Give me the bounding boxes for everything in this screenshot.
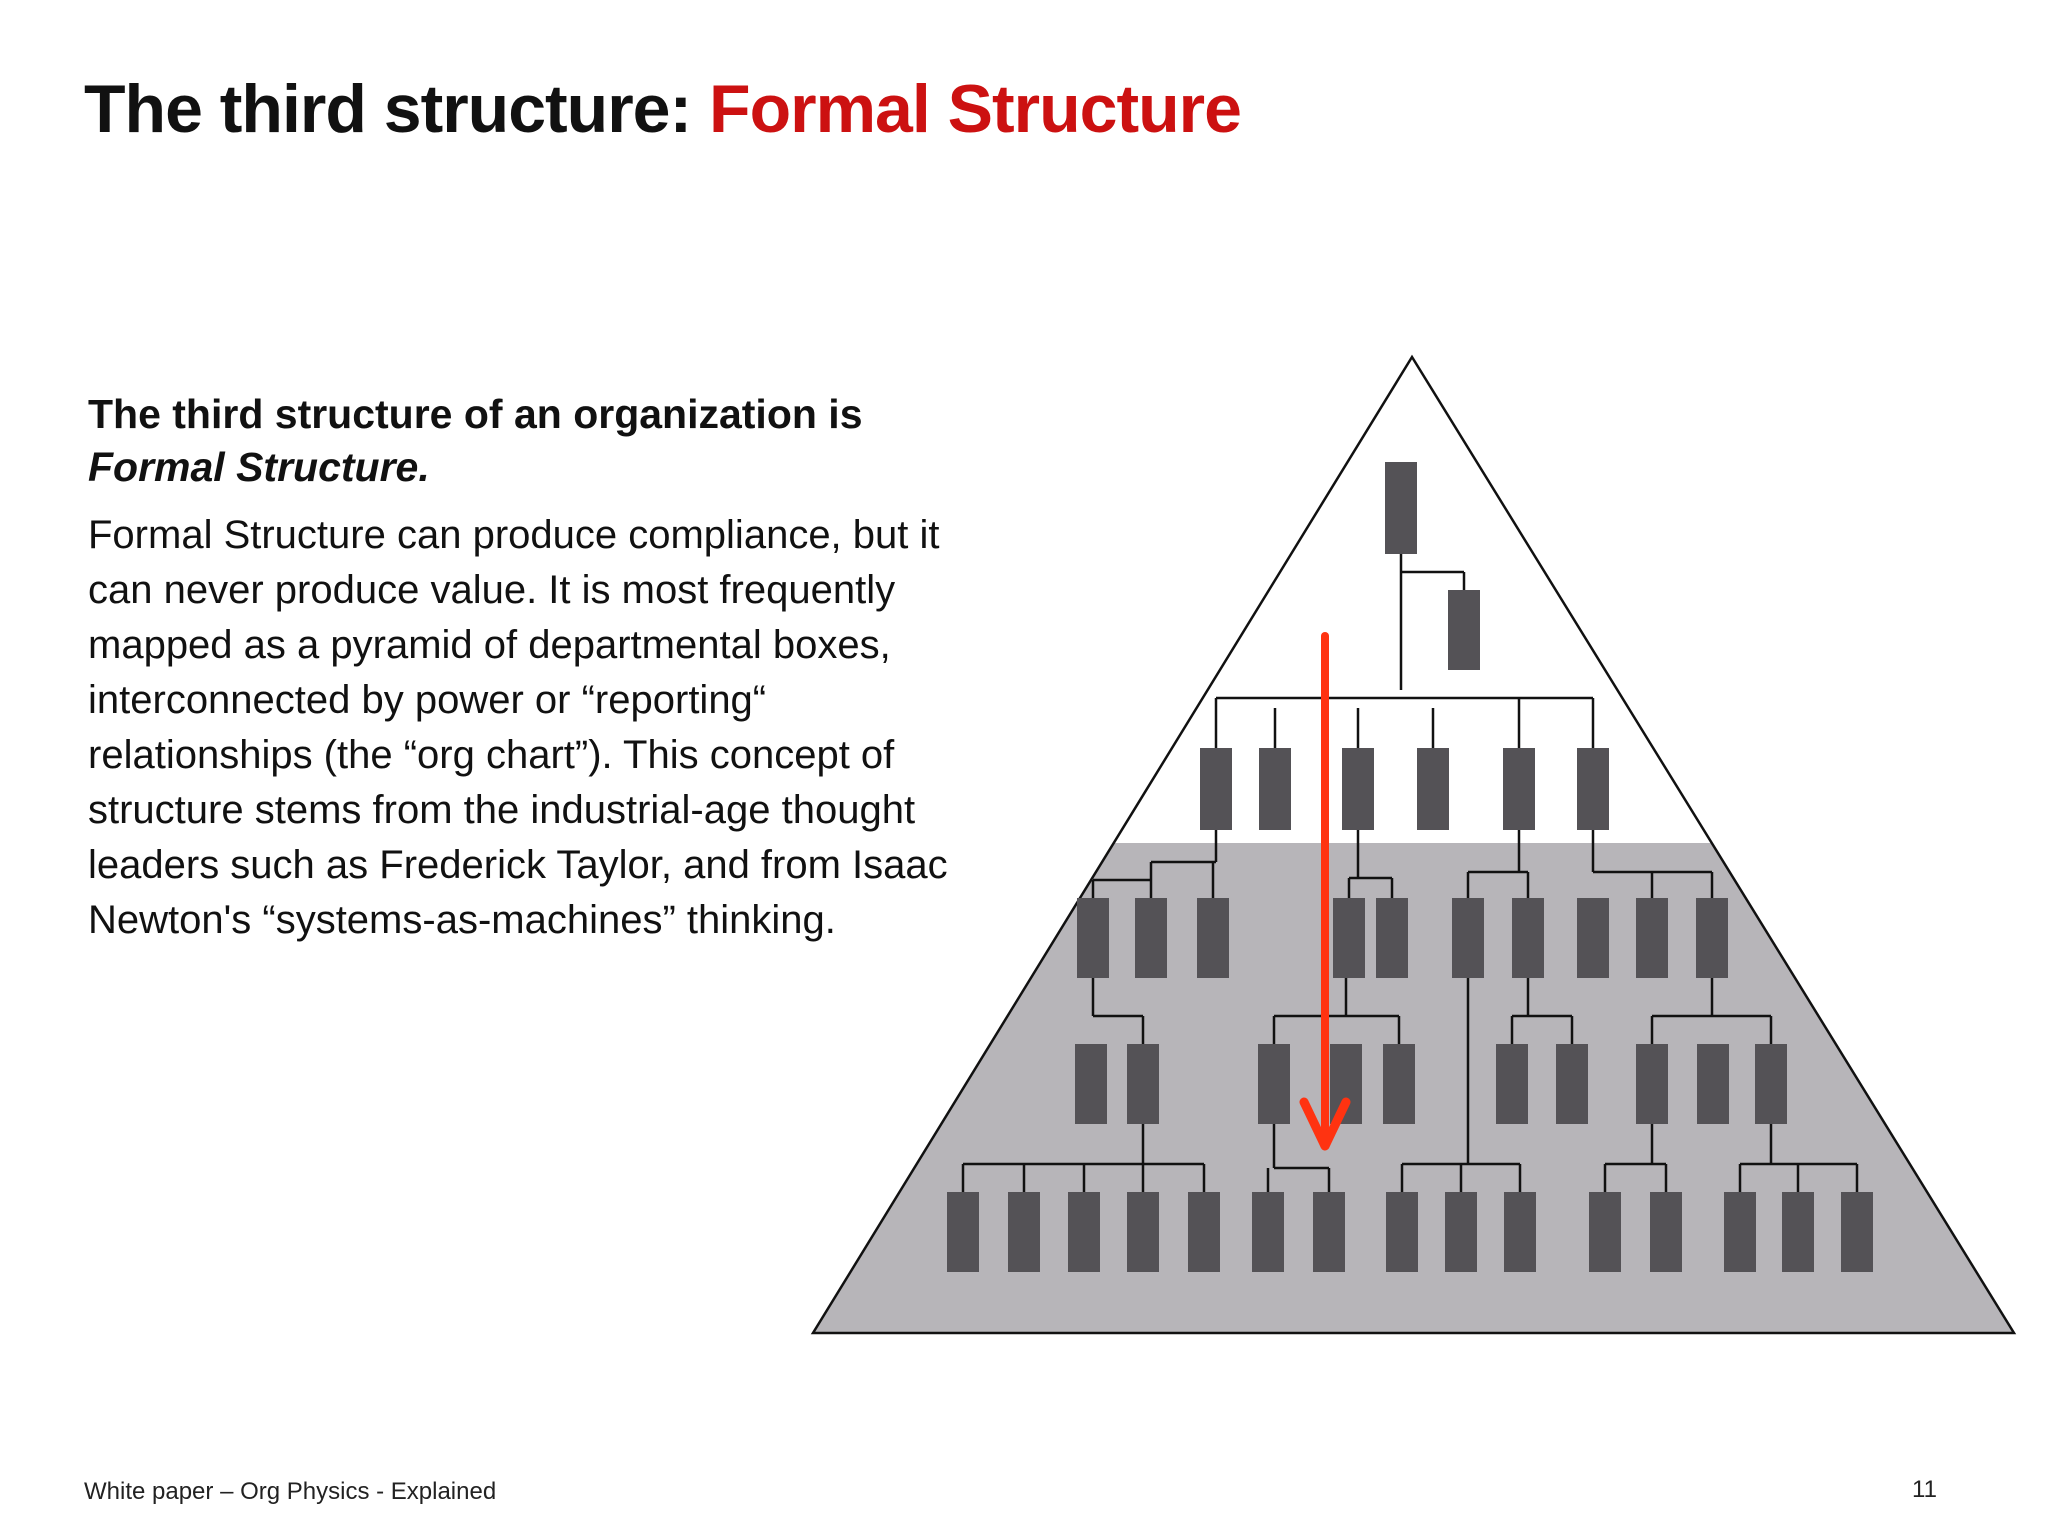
org-box-16 (1636, 898, 1668, 978)
lead-line-1: The third structure of an organization i… (88, 391, 863, 437)
org-box-42 (1841, 1192, 1873, 1272)
slide-title: The third structure: Formal Structure (84, 70, 1242, 148)
org-box-6 (1503, 748, 1535, 830)
footer-source: White paper – Org Physics - Explained (84, 1478, 497, 1505)
org-box-30 (1068, 1192, 1100, 1272)
org-box-33 (1252, 1192, 1284, 1272)
org-box-31 (1127, 1192, 1159, 1272)
org-box-15 (1577, 898, 1609, 978)
org-box-38 (1589, 1192, 1621, 1272)
org-box-37 (1504, 1192, 1536, 1272)
org-box-40 (1724, 1192, 1756, 1272)
org-box-34 (1313, 1192, 1345, 1272)
org-box-13 (1452, 898, 1484, 978)
org-box-39 (1650, 1192, 1682, 1272)
org-box-3 (1259, 748, 1291, 830)
org-box-2 (1200, 748, 1232, 830)
lead-line-2: Formal Structure. (88, 444, 430, 490)
org-box-22 (1383, 1044, 1415, 1124)
org-box-5 (1417, 748, 1449, 830)
org-box-41 (1782, 1192, 1814, 1272)
org-box-17 (1696, 898, 1728, 978)
org-box-4 (1342, 748, 1374, 830)
org-box-24 (1556, 1044, 1588, 1124)
org-box-1 (1448, 590, 1480, 670)
title-prefix: The third structure: (84, 71, 710, 147)
org-box-11 (1333, 898, 1365, 978)
org-box-19 (1127, 1044, 1159, 1124)
org-box-23 (1496, 1044, 1528, 1124)
org-box-35 (1386, 1192, 1418, 1272)
org-box-14 (1512, 898, 1544, 978)
body-paragraph: Formal Structure can produce compliance,… (88, 513, 948, 942)
org-box-20 (1258, 1044, 1290, 1124)
org-box-8 (1077, 898, 1109, 978)
title-accent: Formal Structure (709, 71, 1242, 147)
org-chart-boxes (947, 462, 1873, 1272)
org-box-26 (1697, 1044, 1729, 1124)
org-box-0 (1385, 462, 1417, 554)
pyramid-outline (810, 354, 2017, 1335)
org-box-12 (1376, 898, 1408, 978)
org-chart-connectors (961, 554, 1859, 1192)
org-box-36 (1445, 1192, 1477, 1272)
org-box-25 (1636, 1044, 1668, 1124)
org-box-9 (1135, 898, 1167, 978)
org-box-29 (1008, 1192, 1040, 1272)
page-number: 11 (1912, 1476, 1937, 1503)
arrow-head (1299, 1097, 1351, 1151)
org-box-27 (1755, 1044, 1787, 1124)
org-box-18 (1075, 1044, 1107, 1124)
lead-statement: The third structure of an organization i… (88, 388, 948, 494)
org-box-10 (1197, 898, 1229, 978)
org-box-32 (1188, 1192, 1220, 1272)
org-box-28 (947, 1192, 979, 1272)
org-box-7 (1577, 748, 1609, 830)
downward-arrow (1299, 632, 1351, 1151)
